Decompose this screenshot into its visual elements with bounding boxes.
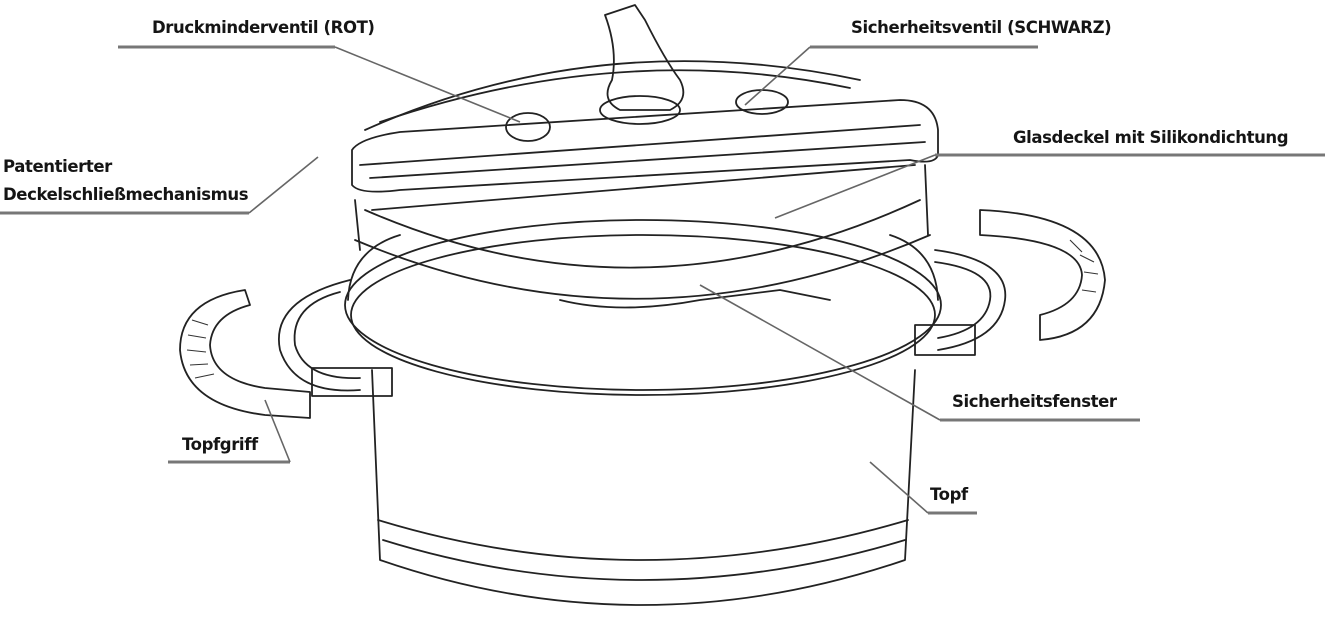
label-lock-mechanism-line1: Patentierter xyxy=(3,157,112,176)
pot-handles xyxy=(179,209,1106,419)
label-pot: Topf xyxy=(930,485,968,504)
label-handle: Topfgriff xyxy=(182,435,258,454)
handle-rings xyxy=(278,249,1007,397)
safety-valve-knob xyxy=(735,89,789,115)
pot-body xyxy=(344,219,942,606)
callout-lines xyxy=(0,45,1325,515)
label-safety-window: Sicherheitsfenster xyxy=(952,392,1117,411)
pressure-valve-knob xyxy=(505,112,551,142)
glass-lid xyxy=(354,60,931,309)
label-lock-mechanism-line2: Deckelschließmechanismus xyxy=(3,185,249,204)
label-glass-lid: Glasdeckel mit Silikondichtung xyxy=(1013,128,1289,147)
lid-handle-lever xyxy=(604,4,685,111)
label-safety-valve: Sicherheitsventil (SCHWARZ) xyxy=(851,18,1112,37)
label-pressure-valve: Druckminderventil (ROT) xyxy=(152,18,375,37)
